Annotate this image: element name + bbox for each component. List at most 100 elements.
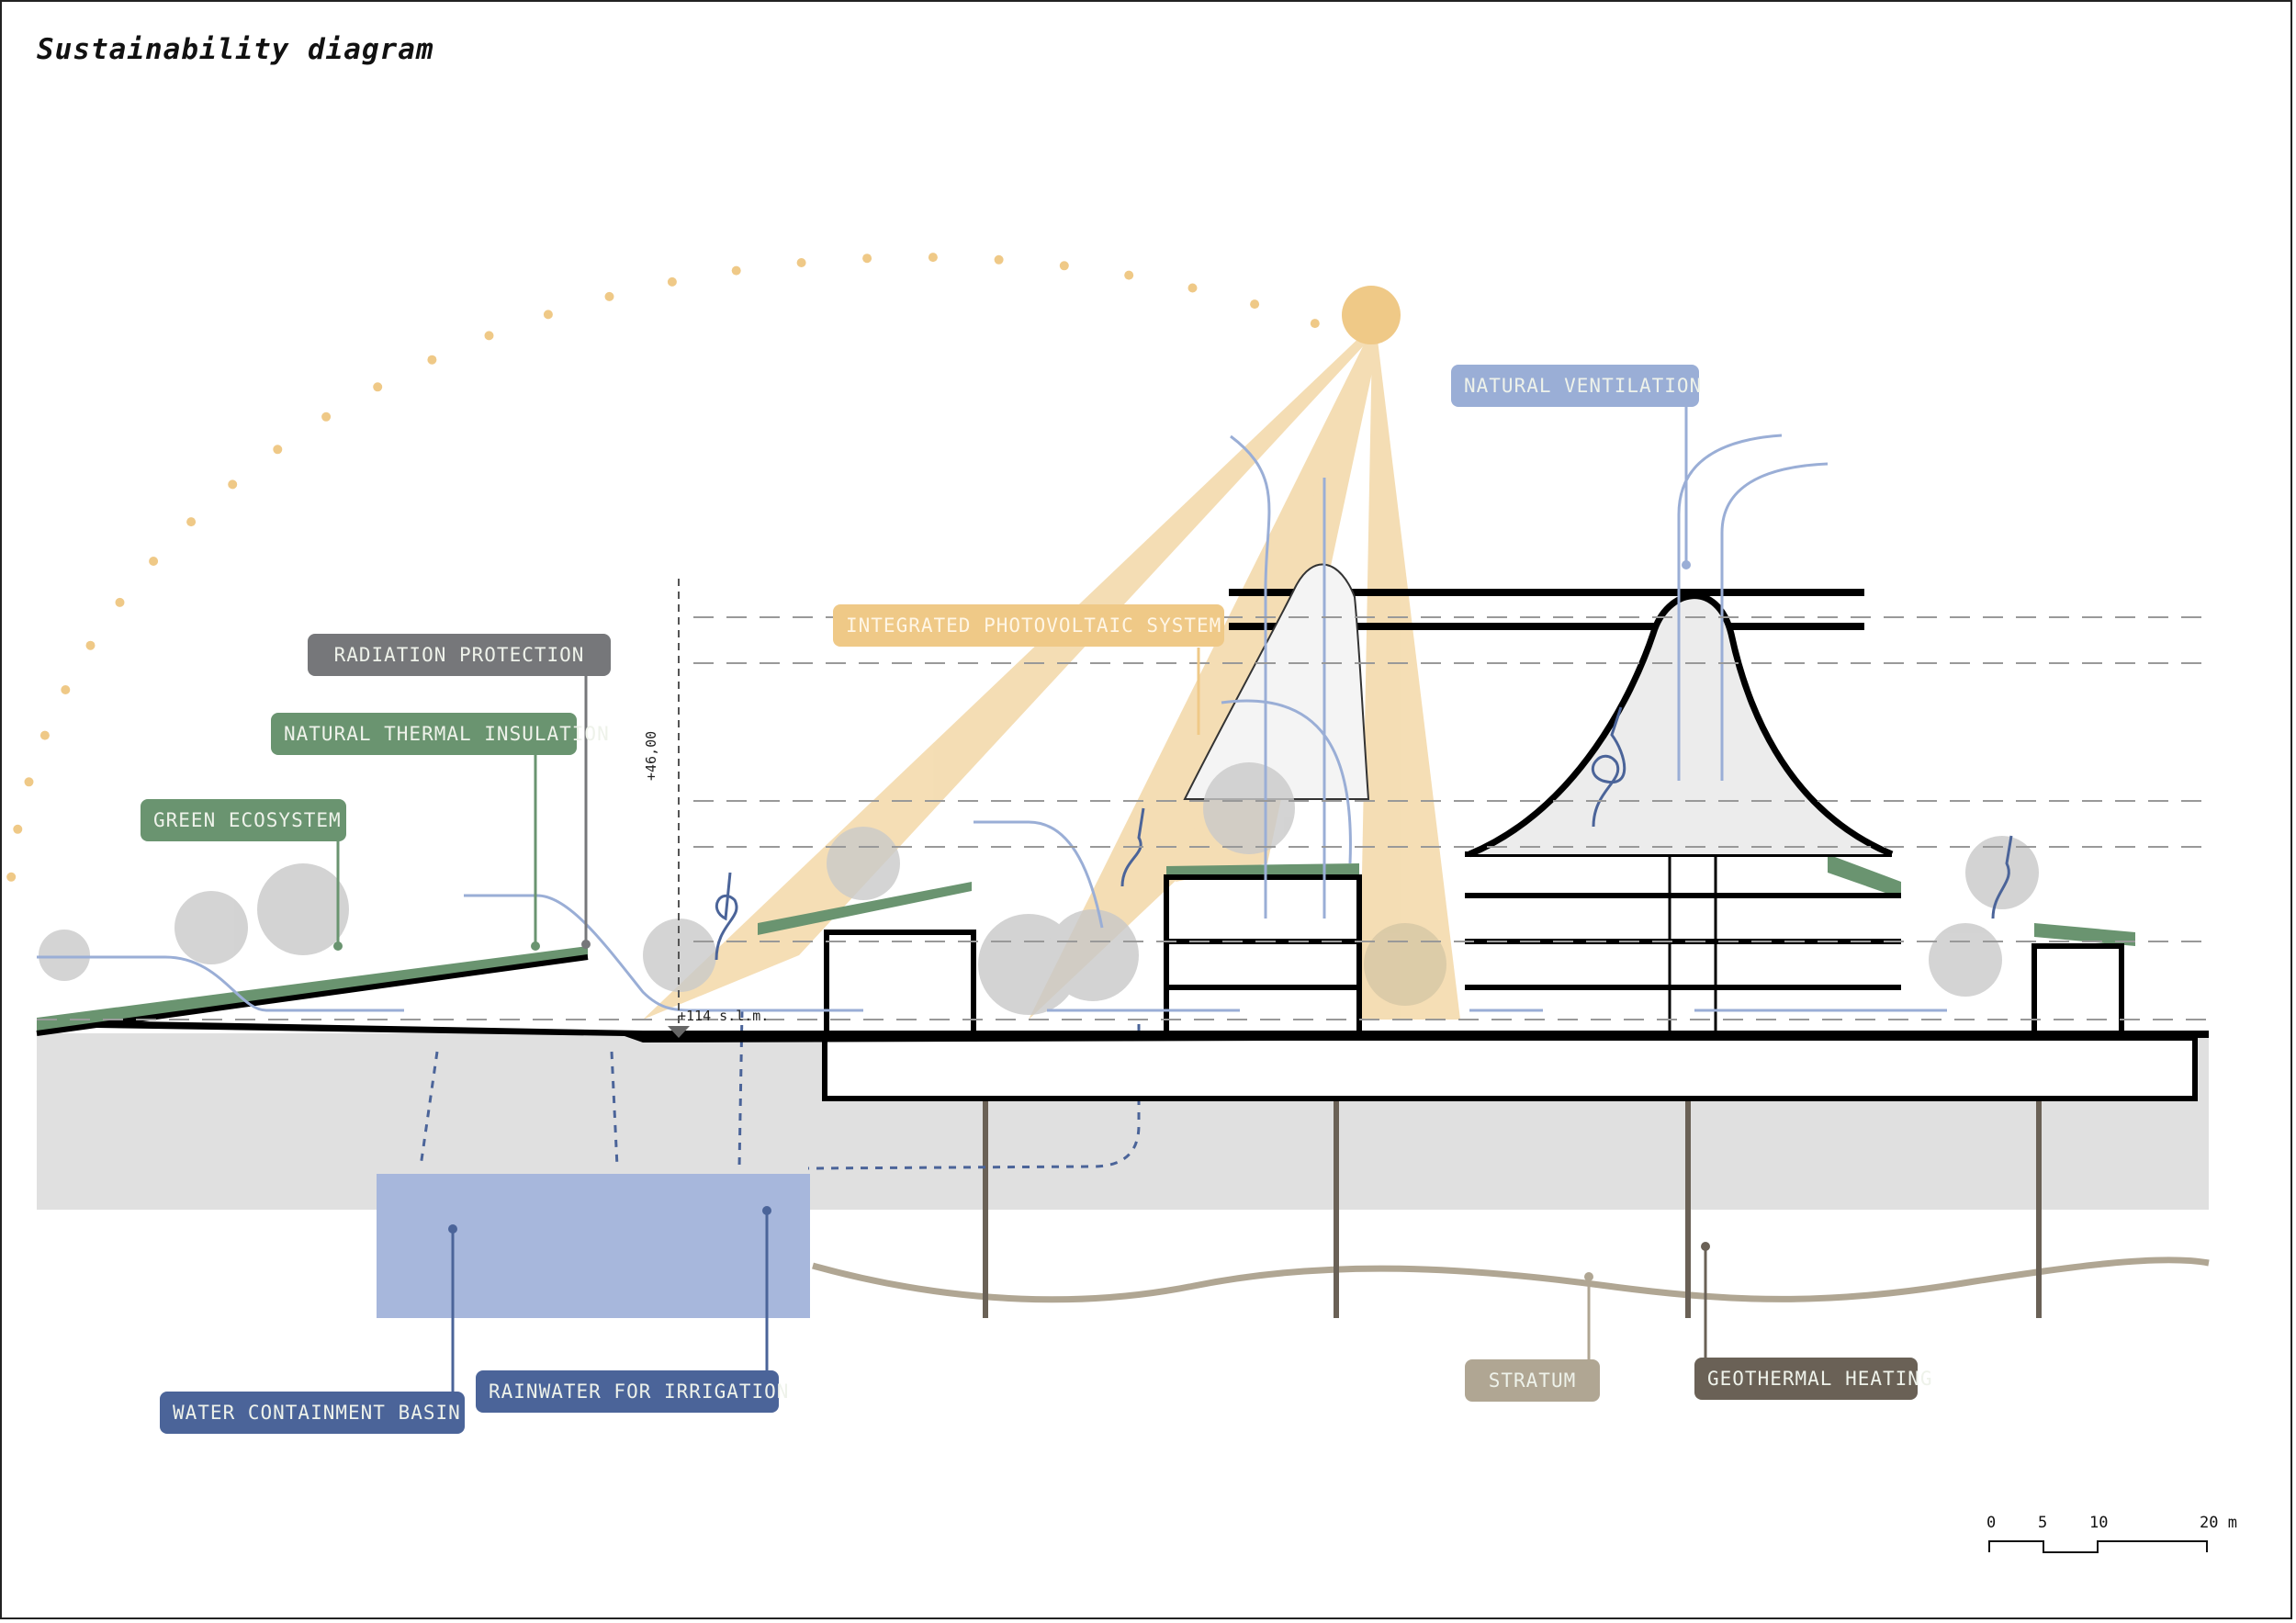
tree xyxy=(1965,836,2039,909)
sun-icon xyxy=(1342,286,1401,344)
sun-path-dot xyxy=(1124,270,1134,280)
sun-path-dot xyxy=(149,557,159,566)
vent-swirl-icons xyxy=(715,706,2013,961)
vent-flow-5 xyxy=(1230,434,1271,919)
diagram-title: Sustainability diagram xyxy=(37,33,434,66)
ventilation-funnel xyxy=(1468,592,1894,858)
leader-dot xyxy=(1682,560,1691,569)
leader-dot xyxy=(1584,1272,1593,1281)
rain-path-1 xyxy=(419,1051,439,1167)
leader-dots xyxy=(333,560,1710,1281)
green-roof-far-right xyxy=(2034,923,2135,946)
level-lines xyxy=(37,616,2209,1020)
green-roof-right xyxy=(1828,854,1901,898)
tree xyxy=(257,863,349,955)
scale-bar-labels: 0 5 10 20 m xyxy=(1982,1514,2239,1569)
green-roof-middle xyxy=(758,882,972,935)
tree xyxy=(827,827,900,900)
sun-path-dot xyxy=(186,517,197,527)
sun-path-dot xyxy=(1059,261,1069,271)
scale-bar xyxy=(1988,1540,2208,1553)
label-green-ecosystem: GREEN ECOSYSTEM xyxy=(141,799,346,841)
basement xyxy=(822,1035,2198,1101)
sun-path-dot xyxy=(484,331,494,341)
sun-path-dot xyxy=(61,685,71,694)
leader-dot xyxy=(531,941,540,951)
sun-path-dot xyxy=(928,253,938,263)
sun-path-dot xyxy=(13,824,23,834)
label-stratum: STRATUM xyxy=(1465,1359,1600,1402)
sun-path-dot xyxy=(796,258,806,267)
rain-path-4 xyxy=(807,1024,1141,1170)
rain-path-2 xyxy=(610,1051,619,1167)
stratum-line xyxy=(812,1257,2210,1303)
scale-tick-10: 10 xyxy=(2089,1514,2109,1532)
label-radiation-protection: RADIATION PROTECTION xyxy=(308,634,611,676)
ventilation-arrows xyxy=(37,434,1947,1012)
sun-path-dot xyxy=(543,310,553,320)
swirl-icon xyxy=(715,872,738,961)
sun-path-dot xyxy=(273,445,283,455)
sun-ray-4 xyxy=(1359,340,1460,1020)
green-roof-top xyxy=(1166,863,1359,877)
sun-path-dot xyxy=(604,291,614,301)
sun-path-dot xyxy=(228,479,238,490)
ground-level-label: +114 s.l.m. xyxy=(678,1008,770,1024)
sun-path-dot xyxy=(731,265,741,276)
block-left xyxy=(824,930,976,1038)
sun-path-dot xyxy=(1187,283,1198,293)
label-rainwater-for-irrigation: RAINWATER FOR IRRIGATION xyxy=(476,1370,788,1413)
tree xyxy=(39,930,90,981)
sun-path-dot xyxy=(85,640,96,650)
sun-ray-2 xyxy=(1029,335,1378,1020)
rainwater-paths xyxy=(419,1009,1141,1170)
leader-dot xyxy=(448,1224,457,1234)
label-natural-ventilation: NATURAL VENTILATION xyxy=(1451,365,1701,407)
sun-path-dot xyxy=(862,254,872,264)
vent-flow-7 xyxy=(1677,434,1783,781)
sun-path-dot xyxy=(994,254,1004,265)
sun-path-dot xyxy=(6,872,17,882)
sun-path-dot xyxy=(115,597,125,607)
label-natural-thermal-insulation: NATURAL THERMAL INSULATION xyxy=(271,713,609,755)
sun-path-dot xyxy=(667,276,677,287)
tree xyxy=(1929,923,2002,997)
vent-flow-3 xyxy=(974,820,1104,929)
tree xyxy=(1203,762,1295,854)
leader-dot xyxy=(333,941,343,951)
leader-dot xyxy=(762,1206,771,1215)
sun-path-dot xyxy=(24,777,34,787)
scale-tick-5: 5 xyxy=(2038,1514,2048,1532)
leader-dot xyxy=(581,940,591,949)
sun-path-dot xyxy=(321,411,332,422)
vent-flow-2 xyxy=(464,894,863,1012)
leader-dot xyxy=(1701,1242,1710,1251)
ground-slab xyxy=(37,1020,2209,1043)
water-basin xyxy=(377,1174,810,1318)
sun-path-dot xyxy=(39,730,50,740)
scale-tick-0: 0 xyxy=(1986,1514,1997,1532)
label-integrated-photovoltaic-system: INTEGRATED PHOTOVOLTAIC SYSTEM xyxy=(833,604,1224,647)
sun-path-dot xyxy=(373,382,383,392)
sun-path-dot xyxy=(427,355,437,365)
label-geothermal-heating: GEOTHERMAL HEATING xyxy=(1694,1358,1932,1400)
rain-path-3 xyxy=(737,1009,744,1167)
sun-path-dots xyxy=(6,253,1320,882)
geothermal-piles xyxy=(983,1098,2042,1318)
tree xyxy=(174,891,248,964)
sun-path-dot xyxy=(1310,319,1320,329)
swirl-icon xyxy=(1120,807,1145,887)
height-mark-label: +46,00 xyxy=(643,730,659,781)
vent-flow-8 xyxy=(1720,462,1829,781)
green-roof-left-edge xyxy=(36,954,589,1036)
vent-flow-1 xyxy=(37,955,404,1012)
trees xyxy=(39,762,2039,1015)
swirl-icon xyxy=(1991,835,2013,919)
swirl-icon xyxy=(1591,706,1626,828)
block-far-right xyxy=(2032,943,2124,1038)
ground-level-marker-icon xyxy=(668,1026,690,1038)
block-middle xyxy=(1164,874,1362,1038)
tree xyxy=(1047,909,1139,1001)
label-water-containment-basin: WATER CONTAINMENT BASIN xyxy=(160,1392,465,1434)
